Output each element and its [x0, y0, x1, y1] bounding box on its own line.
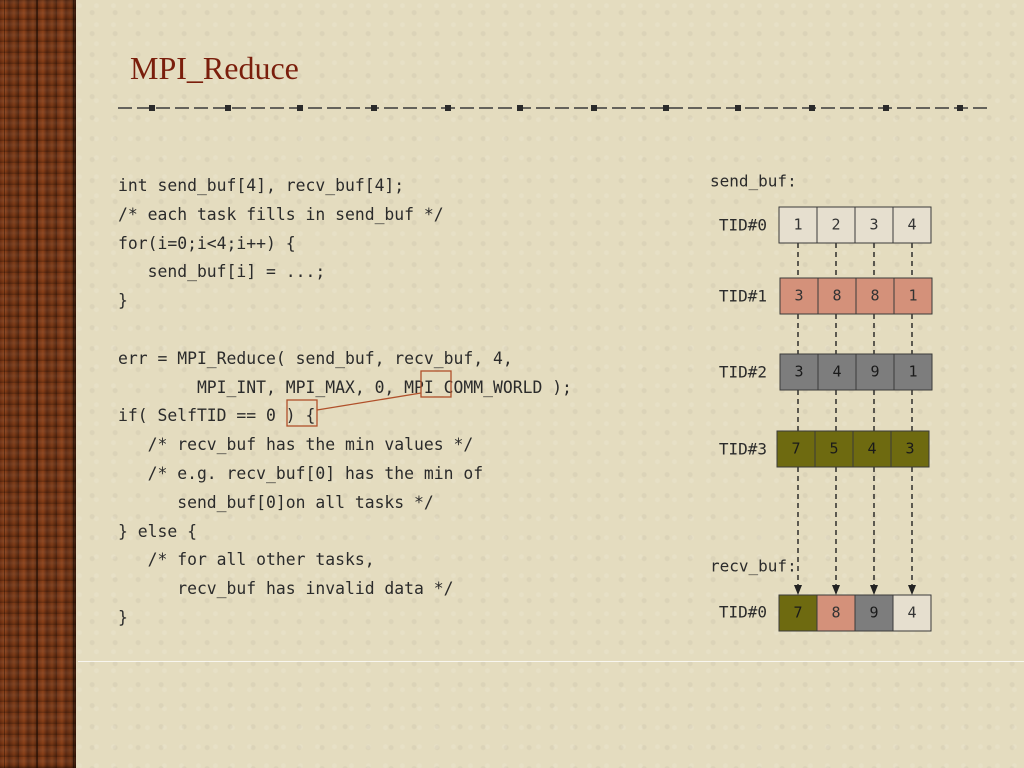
recv-buf-label: recv_buf:: [710, 557, 797, 576]
code-line: }: [118, 607, 128, 627]
code-line: /* recv_buf has the min values */: [118, 435, 474, 455]
arrow-head-icon: [832, 585, 840, 595]
cell-value: 4: [832, 363, 841, 381]
cell-value: 1: [793, 216, 802, 234]
send-buf-cell: [776, 430, 816, 468]
code-line: /* each task fills in send_buf */: [118, 204, 444, 224]
cell-value: 8: [832, 287, 841, 305]
tid-label: TID#1: [719, 287, 767, 306]
root-highlight-box: [420, 370, 452, 398]
divider-square: [957, 105, 963, 111]
divider-square: [883, 105, 889, 111]
code-line: /* for all other tasks,: [118, 550, 375, 570]
cell-value: 2: [831, 216, 840, 234]
send-buf-cell: [778, 206, 818, 244]
send-buf-cell: [817, 353, 857, 391]
code-line: } else {: [118, 521, 197, 541]
code-line: send_buf[i] = ...;: [118, 262, 326, 282]
wood-sidebar: [0, 0, 76, 768]
send-buf-cell: [816, 206, 856, 244]
cell-value: 1: [908, 287, 917, 305]
tid-label: TID#0: [719, 216, 767, 235]
cell-value: 4: [907, 216, 916, 234]
send-buf-cell: [852, 430, 892, 468]
cell-value: 7: [793, 604, 802, 622]
code-line: int send_buf[4], recv_buf[4];: [118, 176, 405, 195]
send-buf-cell: [893, 353, 933, 391]
divider-square: [591, 105, 597, 111]
cell-value: 9: [869, 604, 878, 622]
recv-buf-cell: [892, 594, 932, 632]
highlight-connector: [316, 392, 422, 411]
divider-square: [809, 105, 815, 111]
wood-frame: [4, 0, 74, 768]
cell-value: 4: [907, 604, 916, 622]
arrow-head-icon: [870, 585, 878, 595]
cell-value: 5: [829, 440, 838, 458]
divider-square: [371, 105, 377, 111]
code-block: int send_buf[4], recv_buf[4]; /* each tas…: [118, 172, 572, 633]
code-line: for(i=0;i<4;i++) {: [118, 233, 296, 253]
title-divider: [118, 105, 992, 111]
arrow-head-icon: [794, 585, 802, 595]
code-line: if( SelfTID == 0 ) {: [118, 406, 316, 426]
code-line: /* e.g. recv_buf[0] has the min of: [118, 463, 484, 483]
slide-title: MPI_Reduce: [130, 50, 299, 86]
cell-value: 7: [791, 440, 800, 458]
recv-buf-cell: [778, 594, 818, 632]
cell-value: 3: [794, 363, 803, 381]
footer-divider: [78, 661, 1024, 662]
divider-square: [297, 105, 303, 111]
cell-value: 9: [870, 363, 879, 381]
send-buf-cell: [893, 277, 933, 315]
cell-value: 8: [831, 604, 840, 622]
code-line: err = MPI_Reduce( send_buf, recv_buf, 4,: [118, 348, 513, 368]
divider-square: [517, 105, 523, 111]
cell-value: 3: [794, 287, 803, 305]
send-buf-cell: [855, 353, 895, 391]
recv-buf-cell: [854, 594, 894, 632]
selftid-highlight-box: [286, 399, 318, 427]
send-buf-label: send_buf:: [710, 172, 797, 191]
wood-divider: [36, 0, 38, 768]
divider-square: [735, 105, 741, 111]
divider-square: [663, 105, 669, 111]
divider-square: [445, 105, 451, 111]
cell-value: 3: [905, 440, 914, 458]
send-buf-cell: [892, 206, 932, 244]
cell-value: 3: [869, 216, 878, 234]
send-buf-cell: [854, 206, 894, 244]
send-buf-cell: [779, 353, 819, 391]
code-line: MPI_INT, MPI_MAX, 0, MPI_COMM_WORLD );: [118, 377, 572, 397]
arrow-head-icon: [908, 585, 916, 595]
divider-square: [149, 105, 155, 111]
cell-value: 1: [908, 363, 917, 381]
cell-value: 8: [870, 287, 879, 305]
tid-label: TID#0: [719, 603, 767, 622]
divider-square: [225, 105, 231, 111]
code-line: send_buf[0]on all tasks */: [118, 492, 434, 512]
code-line: }: [118, 291, 128, 311]
cell-value: 4: [867, 440, 876, 458]
tid-label: TID#2: [719, 363, 767, 382]
code-line: recv_buf has invalid data */: [118, 579, 454, 599]
recv-buf-cell: [816, 594, 856, 632]
tid-label: TID#3: [719, 440, 767, 459]
send-buf-cell: [890, 430, 930, 468]
